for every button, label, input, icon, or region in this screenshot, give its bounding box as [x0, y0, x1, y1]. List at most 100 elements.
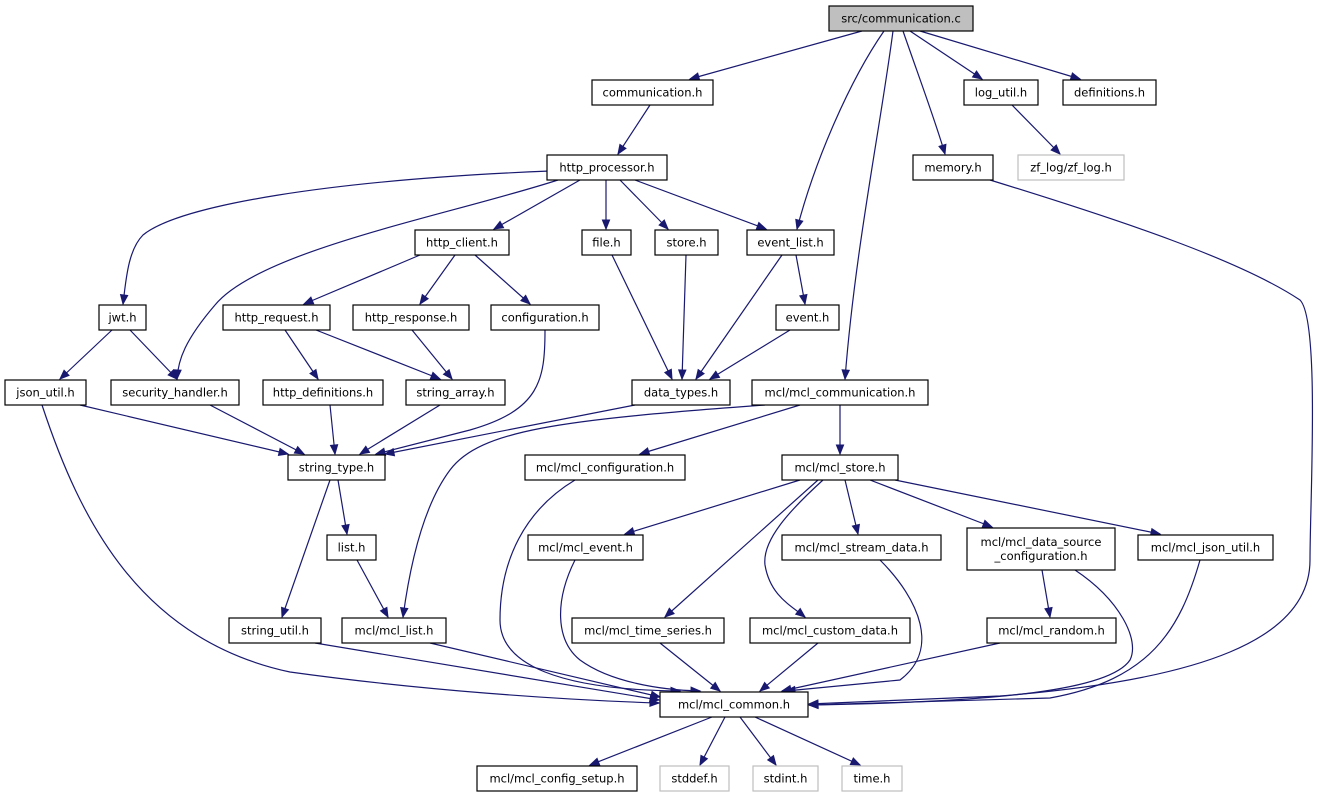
node-mcl-random-h[interactable]: mcl/mcl_random.h	[986, 617, 1117, 644]
node-data-types-h[interactable]: data_types.h	[631, 379, 731, 406]
edge-line	[356, 559, 389, 618]
node-mcl-list-h[interactable]: mcl/mcl_list.h	[341, 617, 447, 644]
node-stdint-h[interactable]: stdint.h	[752, 765, 819, 792]
node-label: stdint.h	[764, 772, 808, 786]
node-box[interactable]	[654, 229, 719, 256]
edge-root-to-memory-h	[902, 30, 947, 156]
node-list-h[interactable]: list.h	[326, 534, 377, 561]
node-box[interactable]	[490, 304, 600, 331]
node-store-h[interactable]: store.h	[654, 229, 719, 256]
node-box[interactable]	[781, 534, 942, 561]
node-label: mcl/mcl_time_series.h	[584, 624, 712, 638]
node-time-h[interactable]: time.h	[841, 765, 903, 792]
node-http-definitions-h[interactable]: http_definitions.h	[262, 379, 384, 406]
node-box[interactable]	[775, 304, 840, 331]
node-mcl-config-setup-h[interactable]: mcl/mcl_config_setup.h	[476, 765, 638, 792]
node-box[interactable]	[781, 454, 899, 481]
node-event-h[interactable]: event.h	[775, 304, 840, 331]
node-box[interactable]	[341, 617, 447, 644]
node-string-type-h[interactable]: string_type.h	[287, 454, 386, 481]
arrow-head-icon	[938, 143, 947, 156]
node-box[interactable]	[414, 229, 510, 256]
node-http-response-h[interactable]: http_response.h	[352, 304, 470, 331]
node-box[interactable]	[659, 691, 809, 718]
node-label: mcl/mcl_json_util.h	[1151, 541, 1260, 555]
node-box[interactable]	[4, 379, 87, 406]
edge-line	[375, 329, 546, 455]
node-box[interactable]	[524, 454, 686, 481]
node-event-list-h[interactable]: event_list.h	[746, 229, 835, 256]
node-mcl-event-h[interactable]: mcl/mcl_event.h	[527, 534, 644, 561]
arrow-head-icon	[841, 369, 851, 381]
node-box[interactable]	[591, 79, 714, 106]
node-label: mcl/mcl_list.h	[355, 624, 434, 638]
node-json-util-h[interactable]: json_util.h	[4, 379, 87, 406]
node-security-handler-h[interactable]: security_handler.h	[110, 379, 240, 406]
arrow-head-icon	[709, 681, 722, 692]
node-mcl-stream-data-h[interactable]: mcl/mcl_stream_data.h	[781, 534, 942, 561]
node-box[interactable]	[1017, 154, 1125, 181]
arrow-head-icon	[794, 607, 807, 618]
node-mcl-data-source-configuration-h[interactable]: mcl/mcl_data_source_configuration.h	[966, 527, 1116, 571]
node-http-processor-h[interactable]: http_processor.h	[546, 154, 668, 181]
edge-line	[315, 329, 441, 380]
edge-line	[474, 254, 531, 305]
node-label: mcl/mcl_store.h	[794, 461, 885, 475]
node-box[interactable]	[986, 617, 1117, 644]
node-box[interactable]	[749, 617, 911, 644]
edge-event-h-to-data-types-h	[708, 329, 791, 380]
node-mcl-communication-h[interactable]: mcl/mcl_communication.h	[751, 379, 929, 406]
node-http-client-h[interactable]: http_client.h	[414, 229, 510, 256]
node-box[interactable]	[581, 229, 632, 256]
node-mcl-common-h[interactable]: mcl/mcl_common.h	[659, 691, 809, 718]
node-mcl-configuration-h[interactable]: mcl/mcl_configuration.h	[524, 454, 686, 481]
node-box[interactable]	[110, 379, 240, 406]
node-box[interactable]	[659, 765, 730, 792]
node-box[interactable]	[352, 304, 470, 331]
node-box[interactable]	[476, 765, 638, 792]
node-root[interactable]: src/communication.c	[828, 5, 974, 32]
node-box[interactable]	[527, 534, 644, 561]
node-box[interactable]	[963, 79, 1039, 106]
node-box[interactable]	[98, 304, 147, 331]
node-jwt-h[interactable]: jwt.h	[98, 304, 147, 331]
node-mcl-time-series-h[interactable]: mcl/mcl_time_series.h	[571, 617, 725, 644]
node-mcl-store-h[interactable]: mcl/mcl_store.h	[781, 454, 899, 481]
node-zf-log-h[interactable]: zf_log/zf_log.h	[1017, 154, 1125, 181]
node-box[interactable]	[326, 534, 377, 561]
node-box[interactable]	[1137, 534, 1274, 561]
node-box[interactable]	[746, 229, 835, 256]
node-string-array-h[interactable]: string_array.h	[405, 379, 506, 406]
node-box[interactable]	[631, 379, 731, 406]
node-box[interactable]	[828, 5, 974, 32]
node-http-request-h[interactable]: http_request.h	[222, 304, 331, 331]
node-box[interactable]	[912, 154, 994, 181]
node-box[interactable]	[405, 379, 506, 406]
node-memory-h[interactable]: memory.h	[912, 154, 994, 181]
node-box[interactable]	[262, 379, 384, 406]
node-box[interactable]	[751, 379, 929, 406]
edge-line	[796, 30, 885, 230]
node-mcl-custom-data-h[interactable]: mcl/mcl_custom_data.h	[749, 617, 911, 644]
node-box[interactable]	[228, 617, 322, 644]
node-configuration-h[interactable]: configuration.h	[490, 304, 600, 331]
node-box[interactable]	[752, 765, 819, 792]
node-file-h[interactable]: file.h	[581, 229, 632, 256]
node-box[interactable]	[841, 765, 903, 792]
node-stddef-h[interactable]: stddef.h	[659, 765, 730, 792]
node-box[interactable]	[287, 454, 386, 481]
node-box[interactable]	[546, 154, 668, 181]
node-box[interactable]	[571, 617, 725, 644]
node-string-util-h[interactable]: string_util.h	[228, 617, 322, 644]
node-definitions-h[interactable]: definitions.h	[1062, 79, 1157, 106]
node-box[interactable]	[966, 527, 1116, 571]
node-communication-h[interactable]: communication.h	[591, 79, 714, 106]
node-mcl-json-util-h[interactable]: mcl/mcl_json_util.h	[1137, 534, 1274, 561]
node-box[interactable]	[222, 304, 331, 331]
edge-mcl-time-series-h-to-mcl-common-h	[659, 642, 722, 692]
edge-http-definitions-h-to-string-type-h	[329, 404, 339, 456]
node-log-util-h[interactable]: log_util.h	[963, 79, 1039, 106]
node-box[interactable]	[1062, 79, 1157, 106]
edge-mcl-store-h-to-mcl-event-h	[623, 479, 801, 536]
edge-line	[281, 479, 331, 618]
